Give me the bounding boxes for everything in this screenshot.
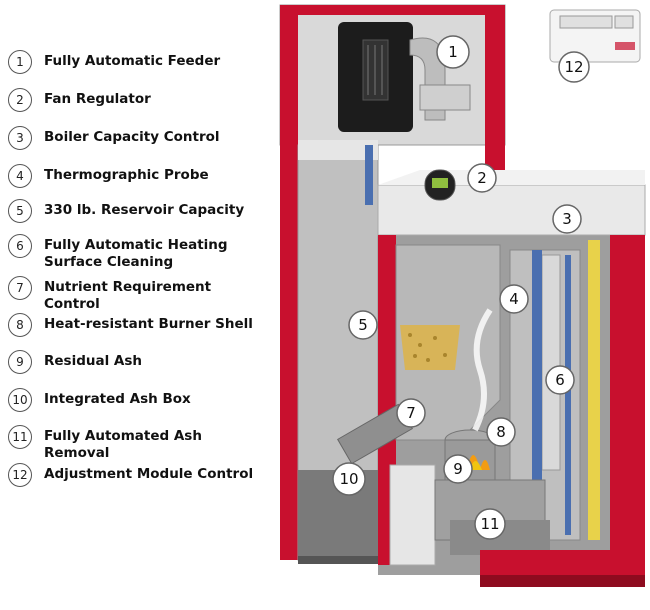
legend-item-2: 2 Fan Regulator (8, 88, 259, 112)
callout-number: 3 (562, 210, 572, 228)
legend-number: 6 (8, 234, 32, 258)
callout-number: 6 (555, 371, 565, 389)
legend-item-10: 10 Integrated Ash Box (8, 388, 259, 412)
legend-label: Fully Automatic Feeder (44, 53, 221, 69)
callout-7: 7 (396, 398, 426, 428)
legend-number: 9 (8, 350, 32, 374)
legend-label: Fully Automated Ash Removal (44, 428, 202, 461)
legend-number: 11 (8, 425, 32, 449)
callout-12: 12 (558, 51, 590, 83)
legend-label: Thermographic Probe (44, 167, 209, 183)
callout-number: 12 (564, 58, 583, 76)
callout-10: 10 (332, 462, 366, 496)
legend-number: 4 (8, 164, 32, 188)
legend-number: 10 (8, 388, 32, 412)
legend-number: 7 (8, 276, 32, 300)
callout-number: 9 (453, 460, 463, 478)
boiler-illustration (279, 4, 646, 587)
callout-number: 5 (358, 316, 368, 334)
legend-item-3: 3 Boiler Capacity Control (8, 126, 259, 150)
callout-11: 11 (474, 508, 506, 540)
callout-number: 2 (477, 169, 487, 187)
callout-number: 11 (480, 515, 499, 533)
callout-8: 8 (486, 417, 516, 447)
callout-number: 8 (496, 423, 506, 441)
legend-item-11: 11 Fully Automated Ash Removal (8, 425, 259, 462)
legend-number: 1 (8, 50, 32, 74)
legend-item-6: 6 Fully Automatic Heating Surface Cleani… (8, 234, 259, 271)
legend-item-4: 4 Thermographic Probe (8, 164, 259, 188)
legend-label: Boiler Capacity Control (44, 129, 220, 145)
callout-9: 9 (443, 454, 473, 484)
legend-label: Adjustment Module Control (44, 466, 254, 482)
callout-number: 1 (448, 43, 458, 61)
callout-3: 3 (552, 204, 582, 234)
callout-2: 2 (467, 163, 497, 193)
callout-number: 7 (406, 404, 416, 422)
callout-number: 4 (509, 290, 519, 308)
boiler-cutaway-diagram: 1 2 3 4 5 6 7 8 9 10 11 12 (279, 4, 646, 587)
legend-number: 3 (8, 126, 32, 150)
callout-4: 4 (499, 284, 529, 314)
legend-label: Nutrient Requirement Control (44, 279, 212, 312)
legend: 1 Fully Automatic Feeder 2 Fan Regulator… (0, 0, 270, 610)
callout-number: 10 (339, 470, 358, 488)
legend-number: 2 (8, 88, 32, 112)
legend-item-1: 1 Fully Automatic Feeder (8, 50, 259, 74)
callout-6: 6 (545, 365, 575, 395)
legend-number: 12 (8, 463, 32, 487)
legend-label: Residual Ash (44, 353, 143, 369)
legend-label: 330 lb. Reservoir Capacity (44, 202, 245, 218)
legend-number: 5 (8, 199, 32, 223)
legend-label: Fan Regulator (44, 91, 151, 107)
legend-item-12: 12 Adjustment Module Control (8, 463, 259, 487)
legend-number: 8 (8, 313, 32, 337)
callout-5: 5 (348, 310, 378, 340)
legend-label: Fully Automatic Heating Surface Cleaning (44, 237, 228, 270)
legend-label: Heat-resistant Burner Shell (44, 316, 253, 332)
legend-item-9: 9 Residual Ash (8, 350, 259, 374)
legend-item-8: 8 Heat-resistant Burner Shell (8, 313, 259, 337)
legend-label: Integrated Ash Box (44, 391, 191, 407)
legend-item-7: 7 Nutrient Requirement Control (8, 276, 259, 313)
callout-1: 1 (436, 35, 470, 69)
legend-item-5: 5 330 lb. Reservoir Capacity (8, 199, 259, 223)
